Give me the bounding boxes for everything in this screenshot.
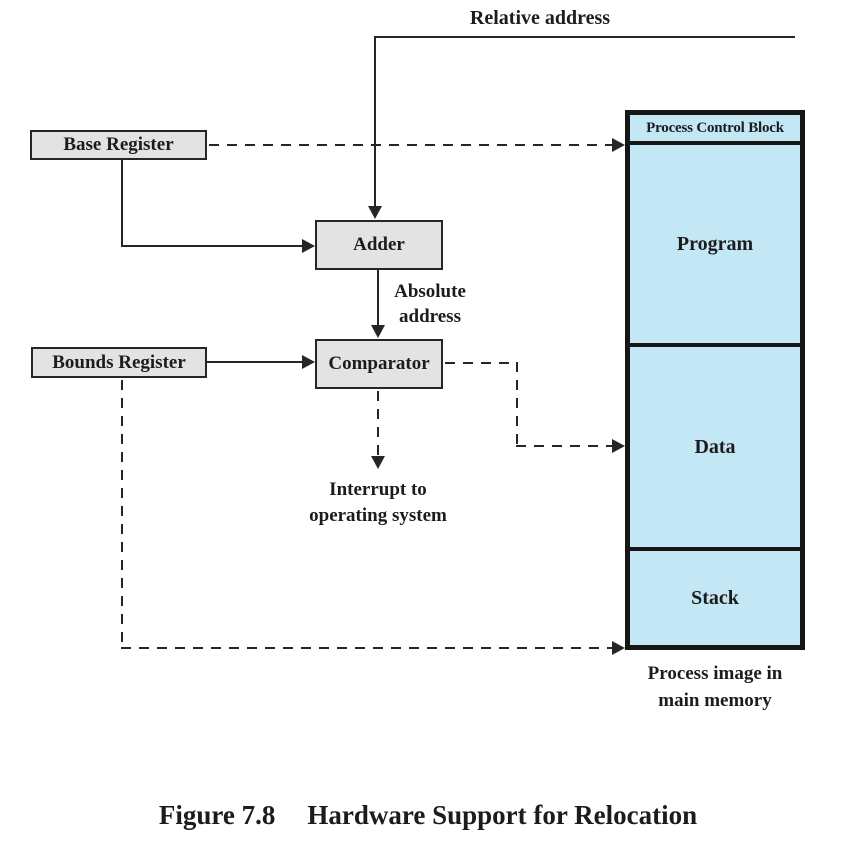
arrow-into-memory-bottom xyxy=(612,641,625,655)
comparator-label: Comparator xyxy=(328,353,430,374)
memory-section-data: Data xyxy=(630,347,800,551)
base-to-adder-line-horizontal xyxy=(121,245,307,247)
base-register-label: Base Register xyxy=(63,134,174,155)
bounds-to-comparator-line xyxy=(207,361,303,363)
process-image-line1: Process image in xyxy=(647,663,783,684)
data-label: Data xyxy=(694,435,736,458)
interrupt-line1: Interrupt to xyxy=(329,479,427,500)
comparator-to-memory-dash-1 xyxy=(445,362,518,364)
figure-caption: Figure 7.8 Hardware Support for Relocatio… xyxy=(0,800,856,831)
arrow-into-memory-data xyxy=(612,439,625,453)
adder-box: Adder xyxy=(315,220,443,270)
stack-label: Stack xyxy=(691,586,739,609)
process-image-label: Process image in main memory xyxy=(613,660,817,714)
interrupt-label: Interrupt to operating system xyxy=(278,477,478,529)
base-to-memory-dashed-line xyxy=(209,144,612,146)
relative-address-label: Relative address xyxy=(469,7,611,29)
process-image-line2: main memory xyxy=(658,690,772,711)
absolute-address-line2: address xyxy=(399,306,461,327)
memory-block: Process Control Block Program Data Stack xyxy=(625,110,805,650)
arrow-into-memory-program-start xyxy=(612,138,625,152)
bounds-register-box: Bounds Register xyxy=(31,347,207,378)
bounds-register-label: Bounds Register xyxy=(52,351,186,373)
interrupt-line2: operating system xyxy=(309,505,447,526)
bounds-to-memory-dash-vertical xyxy=(121,380,123,649)
absolute-address-label: Absolute address xyxy=(382,279,478,329)
relative-address-line-vertical xyxy=(374,36,376,208)
relative-address-line-horizontal xyxy=(374,36,795,38)
base-register-box: Base Register xyxy=(30,130,207,160)
pcb-label: Process Control Block xyxy=(646,119,784,136)
absolute-address-line1: Absolute xyxy=(394,281,466,302)
bounds-to-memory-dash-horizontal xyxy=(121,647,612,649)
adder-label: Adder xyxy=(353,234,405,255)
memory-section-pcb: Process Control Block xyxy=(630,115,800,145)
arrow-into-adder-left xyxy=(302,239,315,253)
memory-section-program: Program xyxy=(630,145,800,347)
comparator-box: Comparator xyxy=(315,339,443,389)
base-to-adder-line-vertical xyxy=(121,160,123,247)
arrow-to-interrupt xyxy=(371,456,385,469)
memory-section-stack: Stack xyxy=(630,551,800,645)
figure-number: Figure 7.8 xyxy=(158,800,276,830)
arrow-into-comparator-top xyxy=(371,325,385,338)
arrow-into-comparator-left xyxy=(302,355,315,369)
comparator-to-memory-dash-3 xyxy=(516,445,612,447)
arrow-into-adder-top xyxy=(368,206,382,219)
figure-title: Hardware Support for Relocation xyxy=(307,800,698,830)
adder-to-comparator-line xyxy=(377,270,379,330)
comparator-to-memory-dash-2 xyxy=(516,362,518,447)
comparator-to-interrupt-dash xyxy=(377,391,379,457)
program-label: Program xyxy=(676,232,754,255)
